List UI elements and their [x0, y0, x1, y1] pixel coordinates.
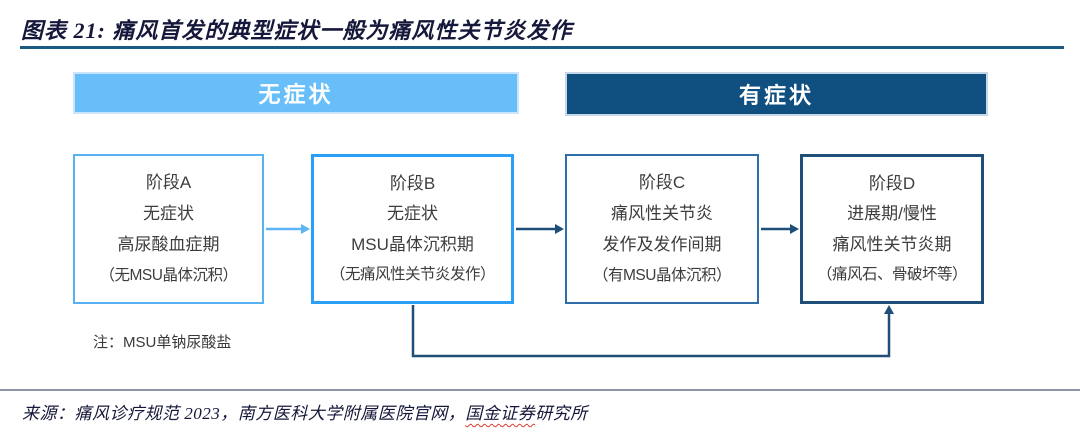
figure-title: 图表 21: 痛风首发的典型症状一般为痛风性关节炎发作 — [21, 18, 573, 43]
source-line: 来源：痛风诊疗规范 2023，南方医科大学附属医院官网，国金证券研究所 — [22, 399, 588, 424]
arrowhead-b-to-d — [884, 305, 894, 314]
stage-c-line4: （有MSU晶体沉积） — [593, 266, 731, 284]
stage-a-title: 阶段A — [145, 173, 192, 193]
stage-b-line2: 无症状 — [387, 204, 438, 224]
arrow-b-to-d-loop — [411, 305, 894, 358]
stage-box-d: 阶段D 进展期/慢性 痛风性关节炎期 （痛风石、骨破坏等） — [800, 154, 984, 304]
arrow-a-to-b — [266, 224, 310, 234]
stage-box-a: 阶段A 无症状 高尿酸血症期 （无MSU晶体沉积） — [73, 154, 264, 304]
source-text-flagged: 国金证券 — [465, 404, 536, 423]
stage-a-line4: （无MSU晶体沉积） — [99, 266, 238, 284]
arrow-b-to-c — [516, 224, 564, 234]
phase-bar-symptomatic: 有症状 — [565, 72, 988, 116]
stage-d-line2: 进展期/慢性 — [847, 204, 937, 224]
stage-a-line3: 高尿酸血症期 — [117, 234, 220, 254]
stage-b-title: 阶段B — [389, 173, 436, 193]
stage-box-b: 阶段B 无症状 MSU晶体沉积期 （无痛风性关节炎发作） — [311, 154, 514, 304]
arrowhead-a-to-b — [301, 224, 310, 234]
arrow-c-to-d — [761, 224, 799, 234]
stage-d-line3: 痛风性关节炎期 — [832, 234, 952, 254]
stage-c-title: 阶段C — [638, 173, 686, 193]
phase-bar-asymptomatic: 无症状 — [73, 72, 519, 114]
stage-c-line3: 发作及发作间期 — [602, 234, 722, 254]
bottom-divider — [0, 389, 1080, 391]
title-underline — [20, 46, 1064, 49]
stage-d-title: 阶段D — [868, 173, 916, 193]
stage-a-line2: 无症状 — [143, 204, 194, 224]
source-text: 来源：痛风诊疗规范 2023，南方医科大学附属医院官网， — [22, 404, 466, 423]
source-text-suffix: 研究所 — [535, 404, 588, 423]
stage-d-line4: （痛风石、骨破坏等） — [816, 266, 968, 284]
footnote-msu: 注：MSU单钠尿酸盐 — [93, 334, 232, 351]
arrowhead-c-to-d — [790, 224, 799, 234]
stage-b-line4: （无痛风性关节炎发作） — [329, 266, 496, 284]
stage-b-line3: MSU晶体沉积期 — [351, 234, 474, 254]
stage-box-c: 阶段C 痛风性关节炎 发作及发作间期 （有MSU晶体沉积） — [565, 154, 759, 304]
arrowhead-b-to-c — [555, 224, 564, 234]
stage-c-line2: 痛风性关节炎 — [611, 204, 713, 224]
